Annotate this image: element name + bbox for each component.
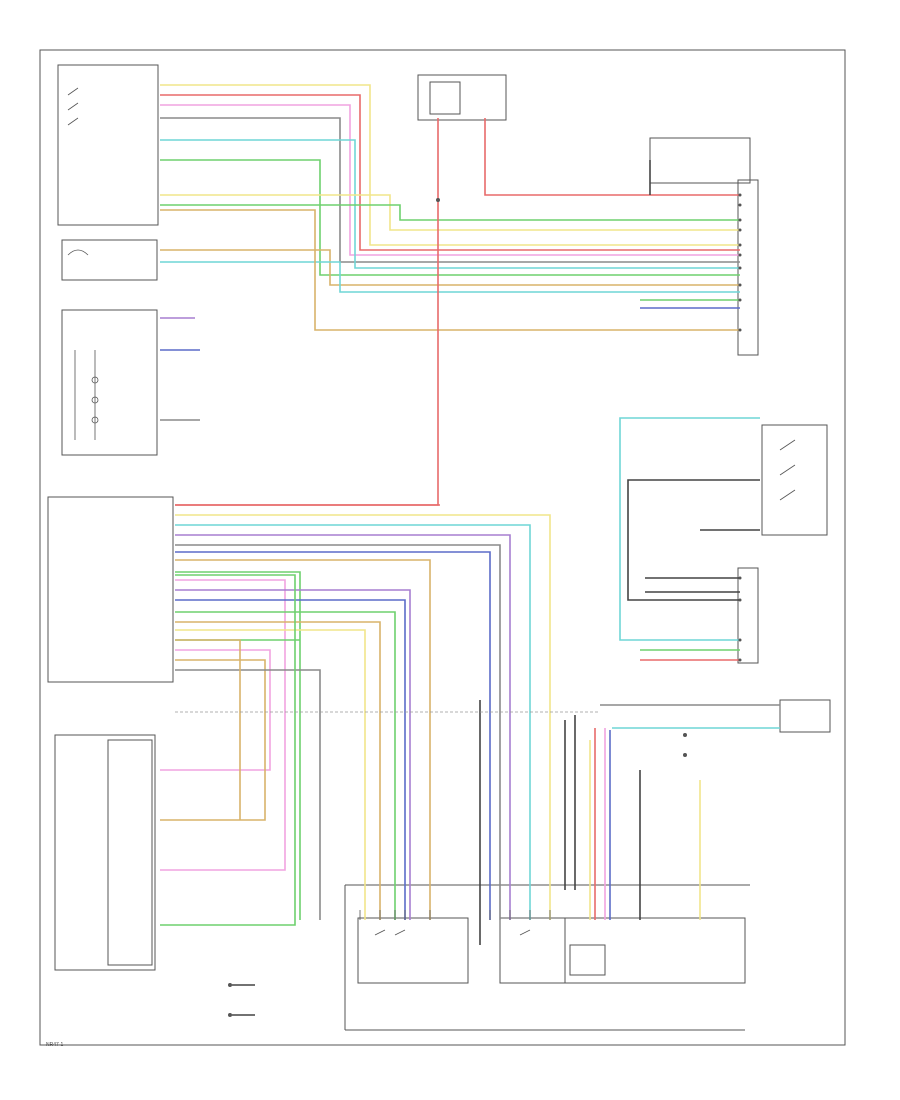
wires-right <box>589 417 780 920</box>
bottom-pin-marks <box>359 910 551 920</box>
connector-pins <box>228 193 742 1017</box>
bottom-connector-1 <box>357 917 469 984</box>
right-lower-module <box>779 699 831 733</box>
fuse-box-top-right <box>649 137 751 184</box>
lumbar-switch <box>61 309 158 456</box>
top-relay-box <box>417 74 507 121</box>
memory-switch-inner <box>107 739 153 966</box>
bottom-connector-3 <box>564 917 746 984</box>
bottom-connector-2 <box>499 917 566 984</box>
top-relay-inner <box>429 81 461 115</box>
memory-switch <box>54 734 156 971</box>
wires-bottom <box>232 700 576 1016</box>
right-seat-switch <box>761 424 828 536</box>
switch-symbols <box>67 87 796 936</box>
seat-switch-top <box>57 64 159 226</box>
seat-module-connector <box>47 496 174 683</box>
footer-code: NR47-1 <box>46 1042 63 1048</box>
diagram-frame <box>39 49 846 1046</box>
bottom-connector-3-inner <box>569 944 606 976</box>
wires-top <box>160 84 740 506</box>
wires-harness <box>160 504 551 926</box>
seat-switch-sub <box>61 239 158 281</box>
right-mid-connector <box>737 567 759 664</box>
